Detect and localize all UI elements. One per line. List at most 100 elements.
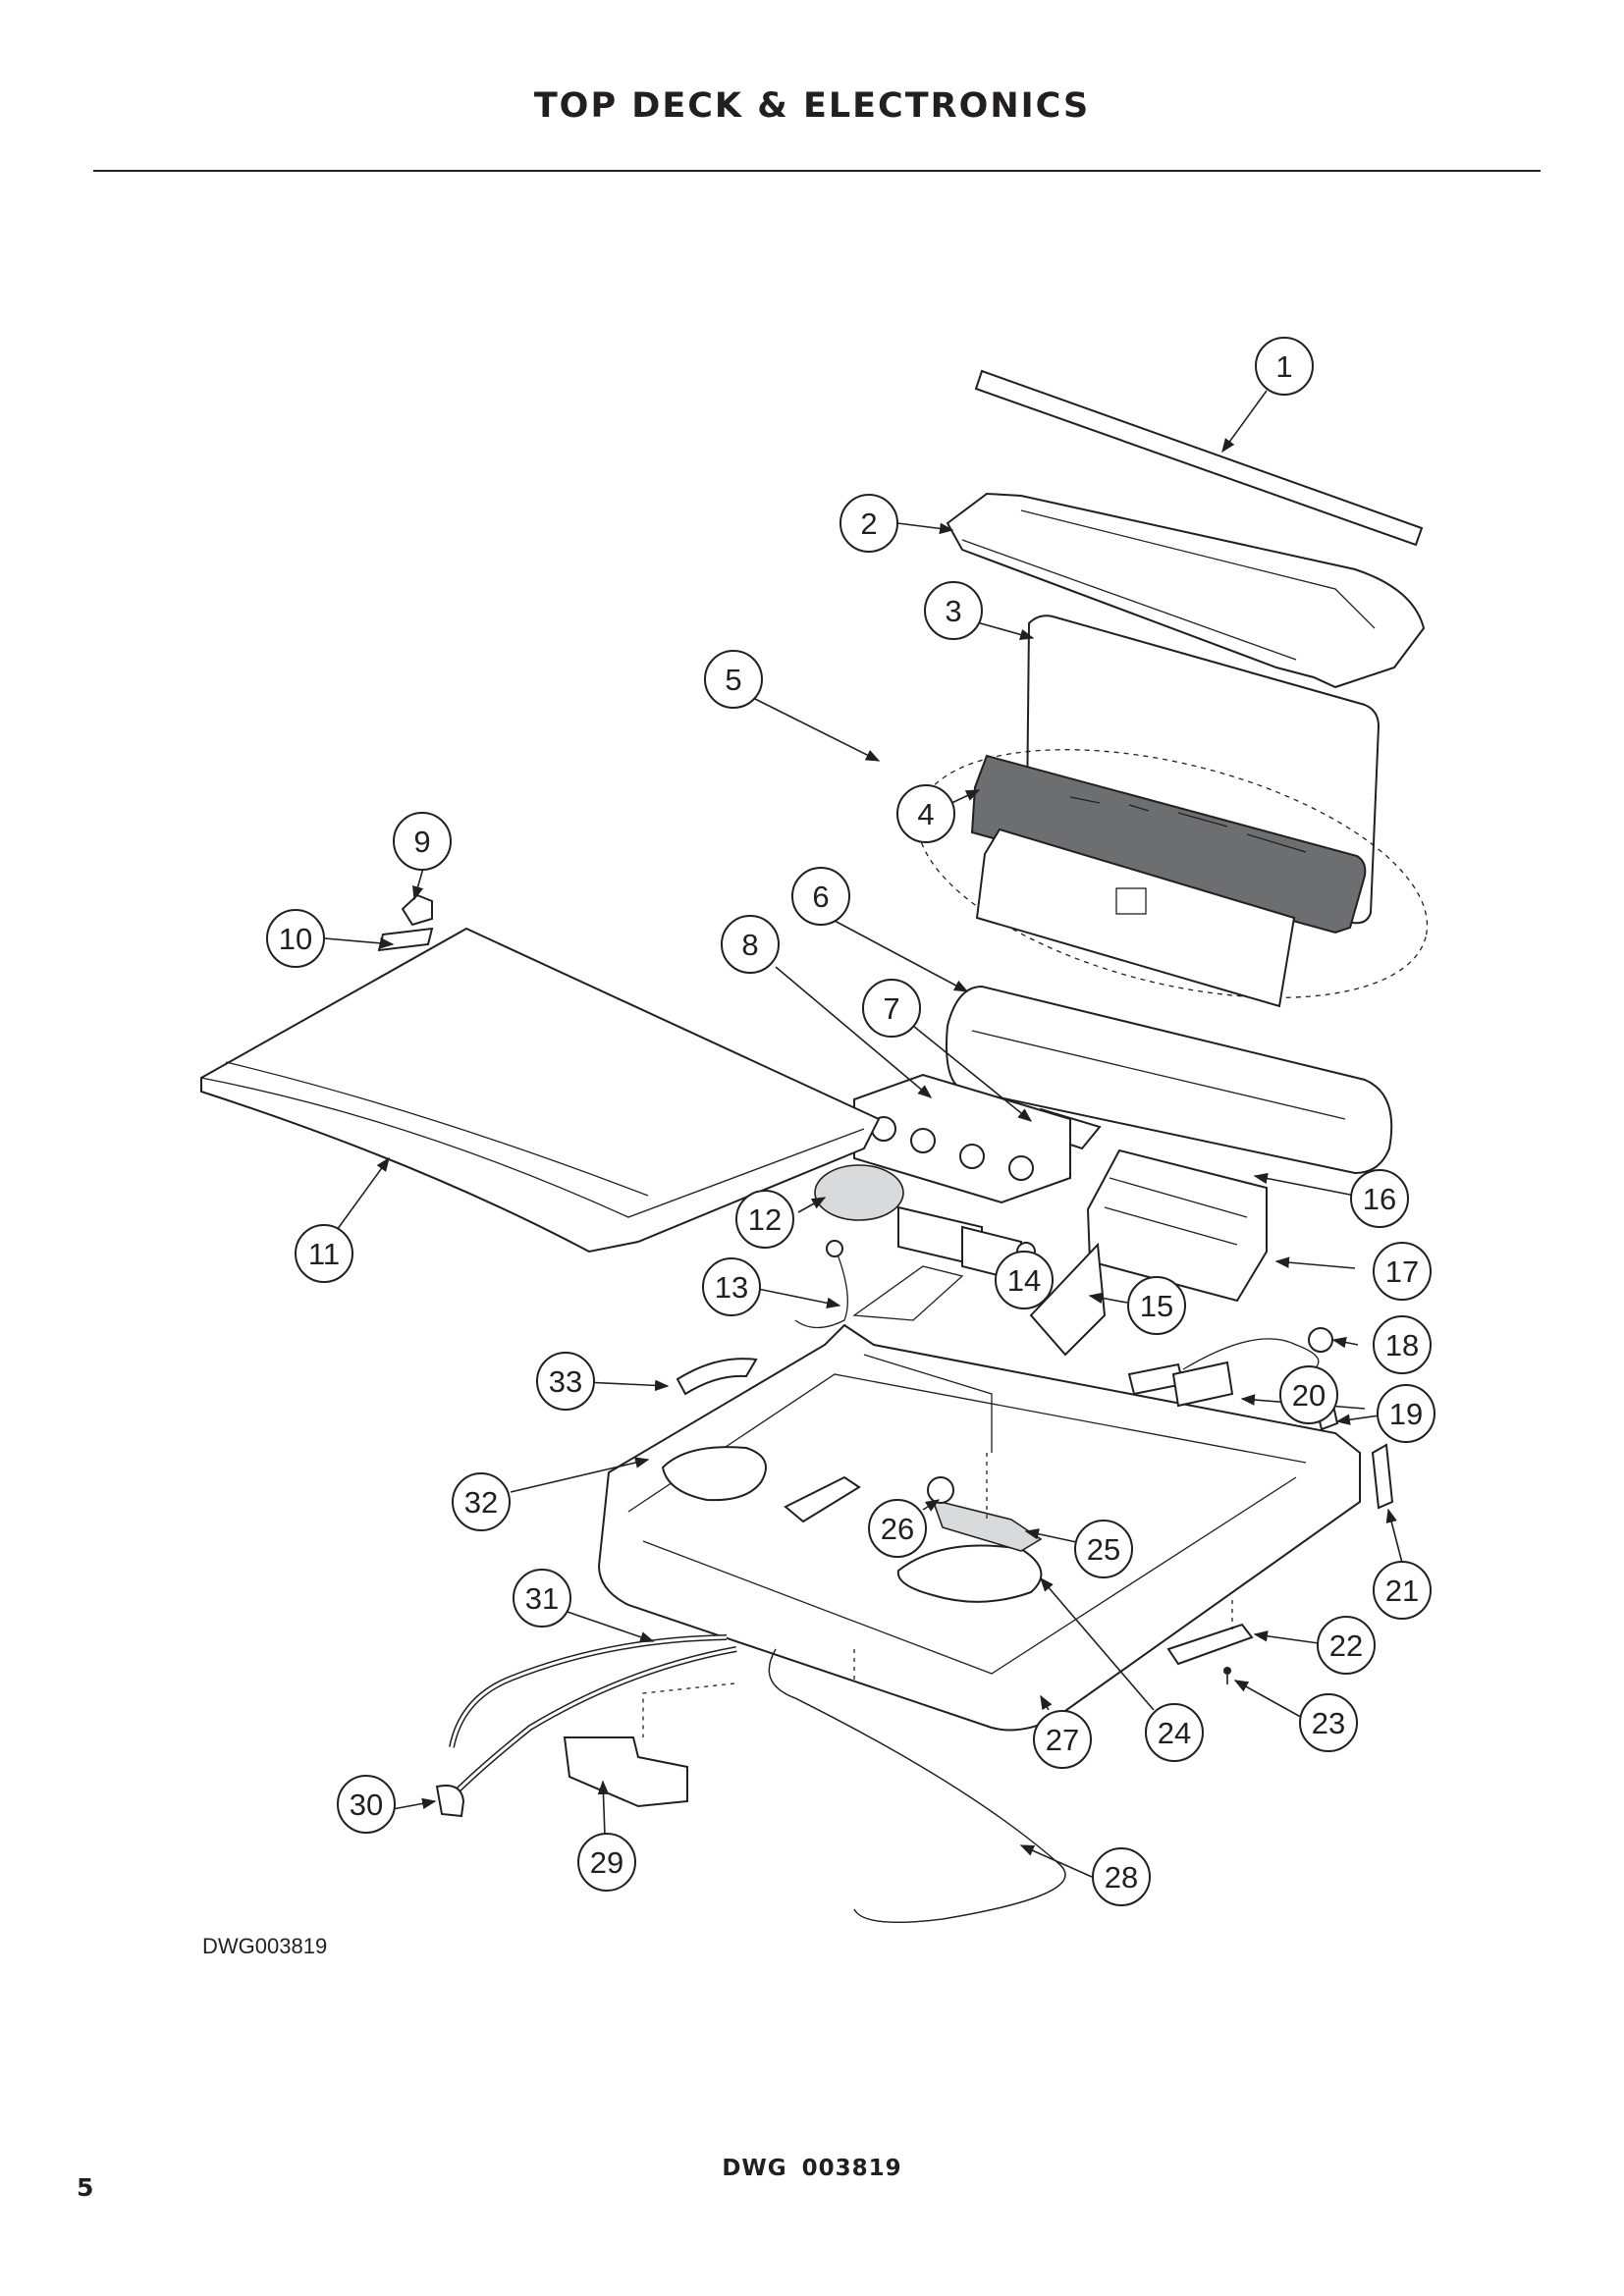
callout-number: 20 xyxy=(1292,1378,1326,1413)
part-control-panel xyxy=(970,754,1367,934)
part-console-housing xyxy=(946,492,1426,689)
callout-number: 32 xyxy=(464,1485,498,1520)
alignment-lines xyxy=(642,1453,1233,1737)
callout-number: 25 xyxy=(1087,1532,1120,1567)
callout-13: 13 xyxy=(702,1257,761,1316)
callout-15: 15 xyxy=(1127,1276,1186,1335)
callout-12: 12 xyxy=(735,1190,794,1249)
part-dispenser xyxy=(661,1446,767,1502)
callout-number: 14 xyxy=(1007,1263,1041,1298)
callout-20: 20 xyxy=(1279,1365,1338,1424)
callout-28: 28 xyxy=(1092,1847,1151,1906)
page-number: 5 xyxy=(77,2173,94,2202)
callout-number: 18 xyxy=(1385,1328,1419,1362)
page-title: TOP DECK & ELECTRONICS xyxy=(533,86,1091,126)
callout-number: 13 xyxy=(715,1270,748,1305)
callout-24: 24 xyxy=(1145,1703,1204,1762)
callout-number: 29 xyxy=(590,1845,623,1880)
callout-19: 19 xyxy=(1377,1384,1435,1443)
part-inlet-valves xyxy=(853,1073,1071,1204)
callout-10: 10 xyxy=(266,909,325,968)
part-fill-hoses xyxy=(449,1634,737,1799)
callout-17: 17 xyxy=(1373,1242,1432,1301)
callout-number: 9 xyxy=(413,825,430,859)
part-elbow-fitting xyxy=(435,1785,465,1818)
callout-3: 3 xyxy=(924,581,983,640)
part-wire-bundle xyxy=(814,1164,904,1221)
part-display-board xyxy=(975,828,1296,1008)
callout-33: 33 xyxy=(536,1352,595,1411)
callout-number: 30 xyxy=(350,1788,383,1822)
callout-number: 23 xyxy=(1312,1706,1345,1740)
part-lid xyxy=(200,927,881,1254)
part-lid-hinge-strip xyxy=(377,927,434,952)
callout-6: 6 xyxy=(791,867,850,926)
callout-29: 29 xyxy=(577,1833,636,1892)
callout-number: 2 xyxy=(860,507,877,541)
callout-8: 8 xyxy=(721,915,780,974)
callout-number: 3 xyxy=(945,594,961,628)
callout-number: 21 xyxy=(1385,1574,1419,1608)
callout-11: 11 xyxy=(295,1224,353,1283)
leader-lines xyxy=(313,390,1403,1878)
callout-21: 21 xyxy=(1373,1561,1432,1620)
callout-number: 12 xyxy=(748,1202,782,1237)
callout-25: 25 xyxy=(1074,1520,1133,1578)
part-trim-strip xyxy=(974,369,1424,547)
callout-2: 2 xyxy=(839,494,898,553)
callout-number: 8 xyxy=(741,928,758,962)
part-sensor-board xyxy=(1171,1361,1234,1408)
callout-number: 11 xyxy=(308,1237,340,1271)
callout-7: 7 xyxy=(862,979,921,1038)
part-hinge-bracket xyxy=(784,1475,861,1523)
part-wire-harness xyxy=(794,1240,848,1329)
part-right-bracket xyxy=(1371,1443,1394,1510)
footer-drawing-code: DWG 003819 xyxy=(722,2156,902,2181)
callout-5: 5 xyxy=(704,650,763,709)
callout-26: 26 xyxy=(868,1499,927,1558)
callout-number: 15 xyxy=(1140,1289,1173,1323)
part-dispenser-cup xyxy=(896,1544,1043,1603)
part-hose-tube xyxy=(852,1265,964,1321)
callout-number: 24 xyxy=(1158,1716,1191,1750)
callout-number: 19 xyxy=(1389,1397,1423,1431)
callout-22: 22 xyxy=(1317,1616,1376,1675)
part-handle-insert xyxy=(676,1358,758,1396)
drawing-code: DWG003819 xyxy=(202,1934,328,1958)
callout-number: 6 xyxy=(812,880,829,914)
callout-9: 9 xyxy=(393,812,452,871)
part-bracket-module xyxy=(563,1736,688,1808)
title-divider xyxy=(93,170,1541,172)
part-lid-switch xyxy=(401,893,433,927)
callout-18: 18 xyxy=(1373,1315,1432,1374)
callout-14: 14 xyxy=(995,1251,1054,1309)
part-main-control-board xyxy=(1086,1148,1268,1303)
callout-23: 23 xyxy=(1299,1693,1358,1752)
callout-number: 5 xyxy=(725,663,741,697)
callout-27: 27 xyxy=(1033,1710,1092,1769)
callout-number: 22 xyxy=(1329,1629,1363,1663)
callout-number: 33 xyxy=(549,1364,582,1399)
callout-30: 30 xyxy=(337,1775,396,1834)
part-rear-hinge xyxy=(1166,1623,1254,1666)
callout-number: 10 xyxy=(279,922,312,956)
callout-32: 32 xyxy=(452,1472,511,1531)
callout-number: 28 xyxy=(1105,1860,1138,1895)
callout-number: 16 xyxy=(1363,1182,1396,1216)
part-board-shield xyxy=(1029,1242,1107,1357)
assembly-group-outline xyxy=(916,749,1429,998)
callout-4: 4 xyxy=(896,784,955,843)
callout-16: 16 xyxy=(1350,1169,1409,1228)
callout-number: 31 xyxy=(525,1581,559,1616)
callout-31: 31 xyxy=(513,1569,571,1628)
callout-number: 1 xyxy=(1275,349,1292,384)
callout-number: 26 xyxy=(881,1512,914,1546)
part-pump-assembly xyxy=(927,1476,1043,1552)
callout-number: 27 xyxy=(1046,1723,1079,1757)
callout-number: 4 xyxy=(917,797,934,831)
part-screw xyxy=(1223,1667,1231,1684)
callout-1: 1 xyxy=(1255,337,1314,396)
callout-number: 17 xyxy=(1385,1255,1419,1289)
part-panel-bracket xyxy=(946,985,1393,1175)
